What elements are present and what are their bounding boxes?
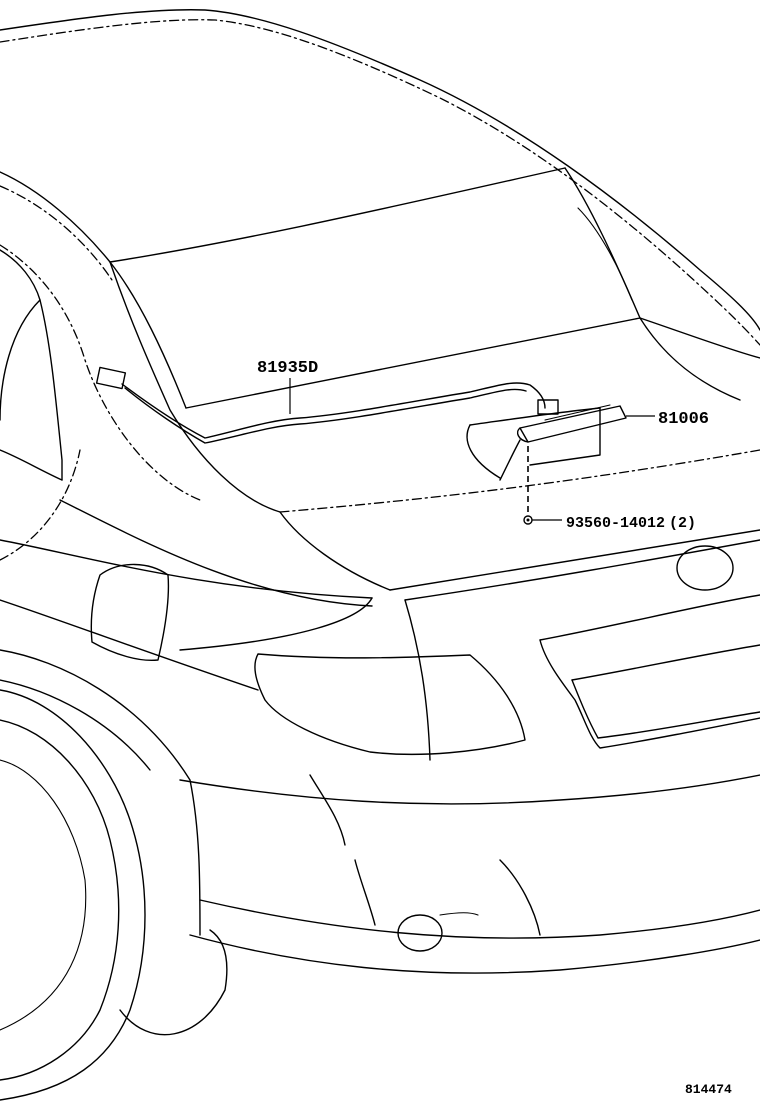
part-label-81935d: 81935D — [257, 359, 318, 378]
stop-lamp-81006 — [499, 404, 655, 481]
wire-harness-81935d — [95, 366, 559, 444]
part-quantity: (2) — [669, 515, 696, 532]
part-label-81006: 81006 — [658, 410, 709, 429]
screw-93560-14012 — [523, 446, 562, 525]
car-body-outline — [0, 9, 760, 1101]
illustration-number: 814474 — [685, 1082, 732, 1097]
part-number: 93560-14012 — [566, 515, 665, 532]
part-label-93560-14012: 93560-14012(2) — [566, 515, 696, 532]
